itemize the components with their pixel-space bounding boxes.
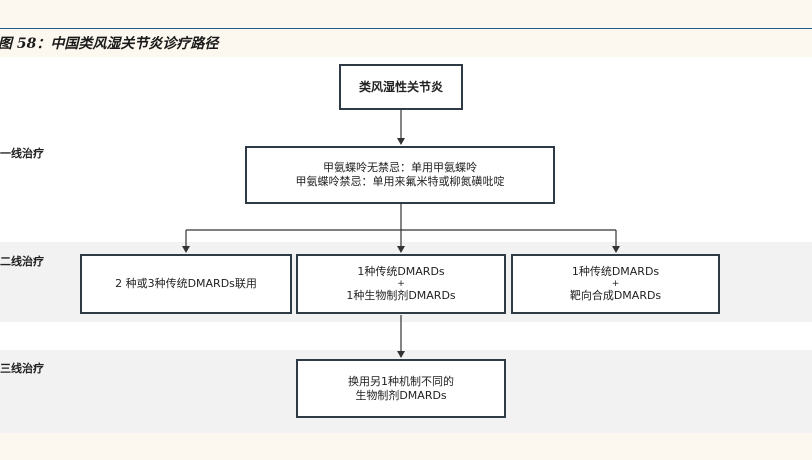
second-b-text-2: 1种生物制剂DMARDs (346, 289, 456, 302)
second-line-node-b: 1种传统DMARDs + 1种生物制剂DMARDs (296, 254, 506, 314)
title-band (0, 28, 812, 58)
second-c-text-1: 1种传统DMARDs (571, 265, 660, 278)
second-line-label: 二线治疗 (0, 255, 44, 268)
first-line-label: 一线治疗 (0, 147, 44, 160)
first-line-node: 甲氨蝶呤无禁忌：单用甲氨蝶呤 甲氨蝶呤禁忌：单用来氟米特或柳氮磺吡啶 (245, 146, 555, 204)
second-c-text-2: 靶向合成DMARDs (569, 289, 662, 302)
second-a-text: 2 种或3种传统DMARDs联用 (115, 277, 257, 290)
first-line-text-1: 甲氨蝶呤无禁忌：单用甲氨蝶呤 (323, 161, 477, 174)
second-b-plus: + (397, 279, 405, 289)
second-c-plus: + (611, 279, 620, 289)
gap-band (0, 322, 812, 350)
second-line-node-c: 1种传统DMARDs + 靶向合成DMARDs (511, 254, 720, 314)
second-line-node-a: 2 种或3种传统DMARDs联用 (80, 254, 292, 314)
third-line-label: 三线治疗 (0, 362, 44, 375)
second-b-text-1: 1种传统DMARDs (357, 265, 445, 278)
bottom-band (0, 433, 812, 460)
figure-title: 图 58：中国类风湿关节炎诊疗路径 (0, 36, 219, 52)
third-text-2: 生物制剂DMARDs (355, 388, 447, 402)
root-node: 类风湿性关节炎 (339, 64, 463, 110)
root-node-label: 类风湿性关节炎 (358, 80, 443, 94)
third-text-1: 换用另1种机制不同的 (348, 374, 454, 388)
first-line-text-2: 甲氨蝶呤禁忌：单用来氟米特或柳氮磺吡啶 (295, 175, 505, 188)
third-line-node: 换用另1种机制不同的 生物制剂DMARDs (296, 359, 506, 418)
